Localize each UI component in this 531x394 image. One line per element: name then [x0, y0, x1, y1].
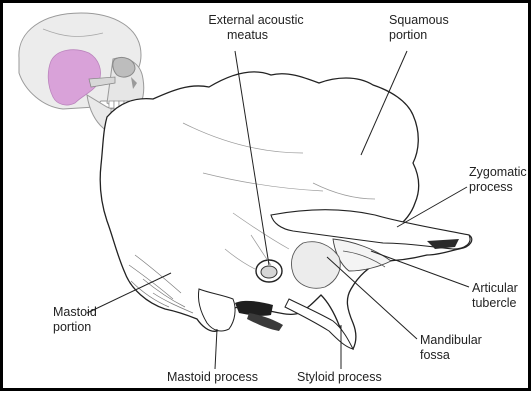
label-zygomatic-process-line1: Zygomatic — [469, 165, 527, 180]
skull-orbit — [113, 57, 135, 77]
meatus-inner — [261, 266, 277, 278]
temporal-bone — [100, 72, 472, 349]
label-styloid-process-line1: Styloid process — [297, 370, 382, 385]
label-zygomatic-process-line2: process — [469, 180, 527, 195]
label-zygomatic-process: Zygomatic process — [469, 165, 527, 195]
label-mandibular-fossa-line1: Mandibular — [420, 333, 482, 348]
label-mandibular-fossa-line2: fossa — [420, 348, 482, 363]
label-external-acoustic-meatus: External acoustic meatus — [201, 13, 311, 43]
label-mandibular-fossa: Mandibular fossa — [420, 333, 482, 363]
label-external-acoustic-meatus-line1: External acoustic — [201, 13, 311, 28]
label-mastoid-process: Mastoid process — [167, 370, 258, 385]
label-squamous-portion: Squamous portion — [389, 13, 449, 43]
label-articular-tubercle: Articular tubercle — [472, 281, 518, 311]
label-external-acoustic-meatus-line2: meatus — [201, 28, 311, 43]
label-mastoid-portion-line1: Mastoid — [53, 305, 97, 320]
leader-mastoid-process — [215, 329, 217, 369]
label-articular-tubercle-line1: Articular — [472, 281, 518, 296]
label-mastoid-portion: Mastoid portion — [53, 305, 97, 335]
label-squamous-portion-line1: Squamous — [389, 13, 449, 28]
label-mastoid-process-line1: Mastoid process — [167, 370, 258, 385]
label-mastoid-portion-line2: portion — [53, 320, 97, 335]
label-styloid-process: Styloid process — [297, 370, 382, 385]
label-squamous-portion-line2: portion — [389, 28, 449, 43]
label-articular-tubercle-line2: tubercle — [472, 296, 518, 311]
